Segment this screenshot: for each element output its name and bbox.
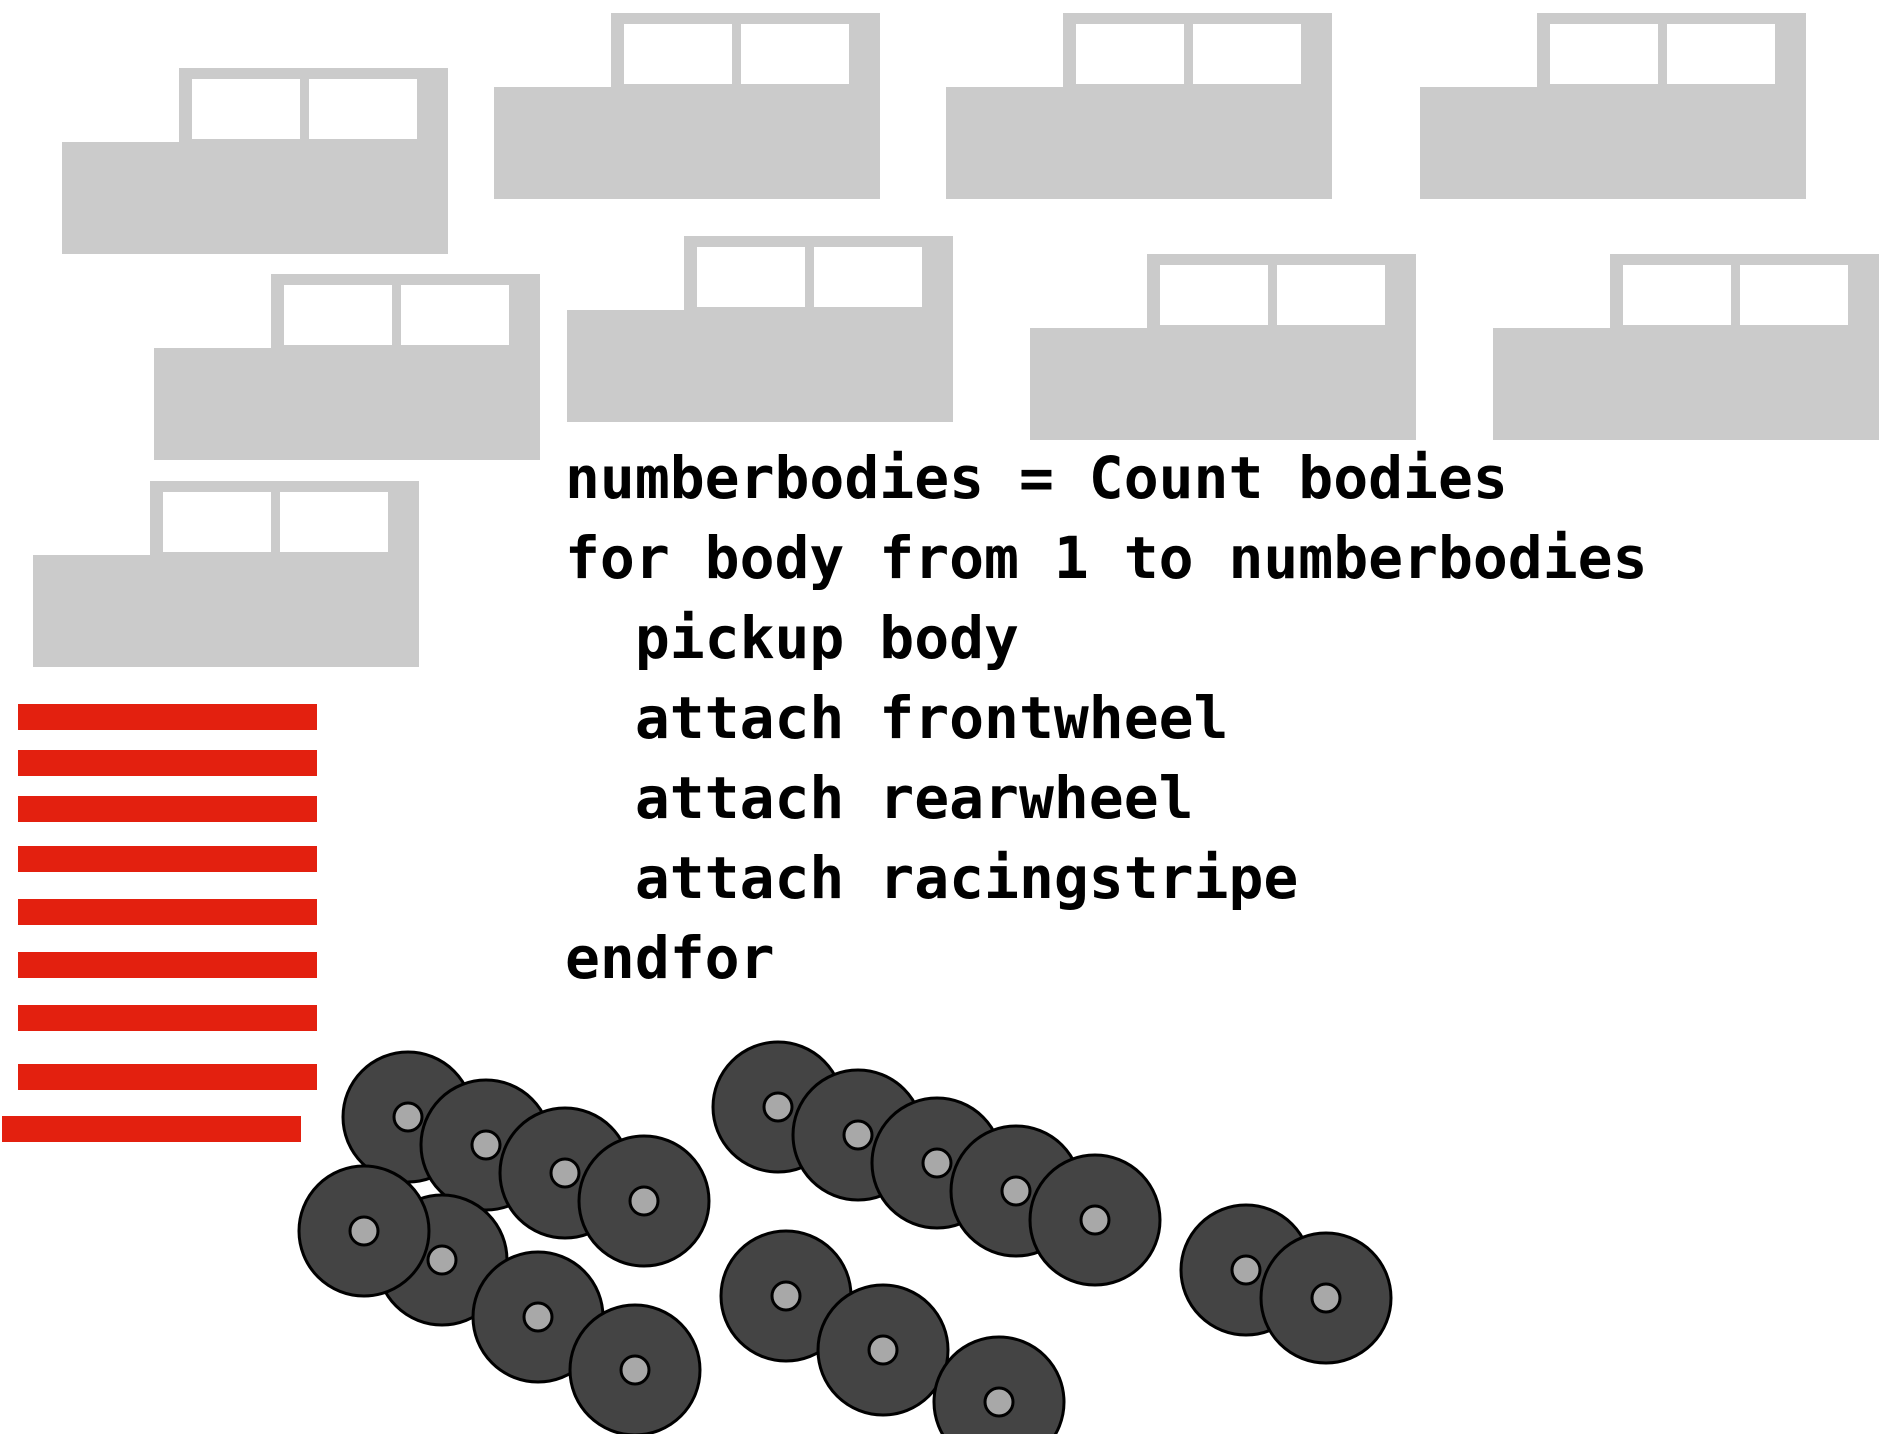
car-body-icon xyxy=(1420,13,1806,199)
window-pane xyxy=(697,247,805,307)
wheel-icon xyxy=(1028,1153,1162,1287)
wheel-hub xyxy=(392,1101,424,1133)
wheel-hub xyxy=(762,1091,794,1123)
car-body-icon xyxy=(946,13,1332,199)
wheel-icon xyxy=(719,1229,853,1363)
code-line-3: pickup body xyxy=(565,604,1019,672)
window-pane xyxy=(309,79,417,139)
wheel-hub xyxy=(983,1386,1015,1418)
wheel-icon xyxy=(932,1335,1066,1434)
window-pane xyxy=(1160,265,1268,325)
window-pane xyxy=(280,492,388,552)
racing-stripe-icon xyxy=(18,846,317,872)
wheel-icon xyxy=(1259,1231,1393,1365)
car-body-icon xyxy=(62,68,448,254)
wheel-hub xyxy=(921,1147,953,1179)
racing-stripe-icon xyxy=(18,704,317,730)
car-body-icon xyxy=(154,274,540,460)
car-body-icon xyxy=(494,13,880,199)
car-body-icon xyxy=(567,236,953,422)
wheel-hub xyxy=(1000,1175,1032,1207)
car-body-icon xyxy=(1493,254,1879,440)
window-pane xyxy=(1277,265,1385,325)
wheel-hub xyxy=(1230,1254,1262,1286)
code-line-5: attach rearwheel xyxy=(565,764,1194,832)
window-pane xyxy=(814,247,922,307)
racing-stripe-icon xyxy=(18,1064,317,1090)
wheel-icon xyxy=(297,1164,431,1298)
wheel-hub xyxy=(842,1119,874,1151)
racing-stripe-icon xyxy=(18,952,317,978)
car-body-icon xyxy=(33,481,419,667)
wheel-icon xyxy=(568,1303,702,1434)
wheel-hub xyxy=(770,1280,802,1312)
racing-stripe-icon xyxy=(18,796,317,822)
wheel-hub xyxy=(348,1215,380,1247)
wheels-pile xyxy=(297,1040,1393,1434)
code-line-1: numberbodies = Count bodies xyxy=(565,444,1508,512)
wheel-hub xyxy=(522,1301,554,1333)
car-body-icon xyxy=(1030,254,1416,440)
wheel-hub xyxy=(426,1244,458,1276)
window-pane xyxy=(1740,265,1848,325)
wheel-hub xyxy=(470,1129,502,1161)
wheel-hub xyxy=(549,1157,581,1189)
window-pane xyxy=(163,492,271,552)
window-pane xyxy=(1667,24,1775,84)
wheel-hub xyxy=(1079,1204,1111,1236)
wheel-hub xyxy=(1310,1282,1342,1314)
wheel-icon xyxy=(816,1283,950,1417)
car-bodies-pile xyxy=(33,13,1879,667)
code-line-2: for body from 1 to numberbodies xyxy=(565,524,1648,592)
wheel-hub xyxy=(619,1354,651,1386)
code-block: numberbodies = Count bodies for body fro… xyxy=(565,444,1648,992)
window-pane xyxy=(284,285,392,345)
window-pane xyxy=(401,285,509,345)
window-pane xyxy=(741,24,849,84)
racing-stripe-icon xyxy=(18,1005,317,1031)
racing-stripes-stack xyxy=(2,704,317,1142)
window-pane xyxy=(1076,24,1184,84)
racing-stripe-icon xyxy=(2,1116,301,1142)
wheel-hub xyxy=(628,1185,660,1217)
window-pane xyxy=(624,24,732,84)
wheel-hub xyxy=(867,1334,899,1366)
window-pane xyxy=(1550,24,1658,84)
window-pane xyxy=(1623,265,1731,325)
wheel-icon xyxy=(577,1134,711,1268)
racing-stripe-icon xyxy=(18,899,317,925)
window-pane xyxy=(192,79,300,139)
window-pane xyxy=(1193,24,1301,84)
code-line-6: attach racingstripe xyxy=(565,844,1298,912)
code-line-4: attach frontwheel xyxy=(565,684,1228,752)
code-line-7: endfor xyxy=(565,924,775,992)
racing-stripe-icon xyxy=(18,750,317,776)
wheel-icon xyxy=(471,1250,605,1384)
